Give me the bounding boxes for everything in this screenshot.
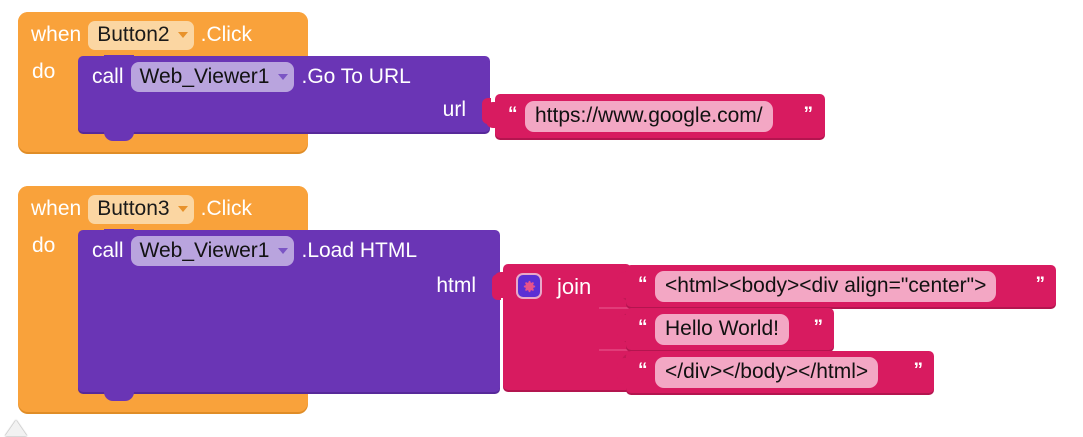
text-field-join-2[interactable]: </div></body></html>: [655, 357, 879, 388]
call-block-load-html[interactable]: call Web_Viewer1 .Load HTML html: [78, 229, 501, 401]
statement-notch-bottom: [104, 131, 134, 141]
chevron-down-icon: [278, 247, 289, 254]
open-quote-url: “: [508, 104, 518, 125]
event-header-button3: when Button3 .Click: [18, 186, 321, 232]
call-keyword: call: [92, 65, 124, 88]
component-dropdown-button3[interactable]: Button3: [88, 194, 194, 224]
method-suffix-go-to-url: .Go To URL: [301, 65, 411, 88]
chevron-down-icon: [278, 73, 289, 80]
when-keyword: when: [31, 197, 82, 220]
open-quote-join-1: “: [638, 317, 648, 338]
value-plug-left: [494, 272, 504, 298]
when-keyword: when: [31, 23, 82, 46]
text-field-join-0-value: <html><body><div align="center">: [665, 274, 987, 297]
call-row-load-html: call Web_Viewer1 .Load HTML: [92, 236, 417, 266]
value-plug-left: [617, 315, 627, 341]
component-dropdown-button2-label: Button2: [97, 22, 170, 46]
join-row-divider-2: [599, 349, 631, 351]
event-suffix-click: .Click: [200, 23, 252, 46]
component-dropdown-webviewer1-b-label: Web_Viewer1: [139, 239, 270, 262]
warning-triangle-icon[interactable]: [5, 420, 27, 436]
value-plug-left: [617, 358, 627, 384]
call-row-go-to-url: call Web_Viewer1 .Go To URL: [92, 62, 411, 92]
open-quote-join-0: “: [638, 274, 648, 295]
open-quote-join-2: “: [638, 360, 648, 381]
component-dropdown-button3-label: Button3: [97, 196, 170, 220]
component-dropdown-webviewer1-b[interactable]: Web_Viewer1: [130, 236, 295, 266]
close-quote-join-2: ”: [913, 360, 924, 381]
chevron-down-icon: [177, 205, 188, 212]
call-keyword: call: [92, 239, 124, 262]
close-quote-join-0: ”: [1035, 274, 1046, 295]
event-suffix-click: .Click: [200, 197, 252, 220]
text-field-join-0[interactable]: <html><body><div align="center">: [655, 271, 997, 302]
mutator-gear-button[interactable]: [516, 273, 542, 299]
text-field-url-value: https://www.google.com/: [535, 104, 763, 127]
text-block-join-0[interactable]: “ <html><body><div align="center"> ”: [617, 265, 1056, 307]
arg-label-url: url: [442, 98, 466, 121]
method-suffix-load-html: .Load HTML: [301, 239, 418, 262]
text-field-url[interactable]: https://www.google.com/: [525, 101, 773, 132]
call-block-go-to-url[interactable]: call Web_Viewer1 .Go To URL url: [78, 55, 491, 141]
chevron-down-icon: [177, 31, 188, 38]
arg-label-html: html: [436, 274, 476, 297]
join-row-divider-1: [599, 307, 631, 309]
statement-notch-bottom: [104, 391, 134, 401]
join-label: join: [557, 274, 592, 299]
text-field-join-1-value: Hello World!: [665, 317, 779, 340]
component-dropdown-button2[interactable]: Button2: [88, 20, 194, 50]
value-plug-left: [617, 272, 627, 298]
join-block-html[interactable]: join: [494, 264, 633, 390]
do-label-button3: do: [32, 234, 56, 257]
close-quote-join-1: ”: [813, 317, 824, 338]
component-dropdown-webviewer1-a[interactable]: Web_Viewer1: [130, 62, 295, 92]
text-block-join-2[interactable]: “ </div></body></html> ”: [617, 351, 934, 393]
event-header-button2: when Button2 .Click: [18, 12, 321, 58]
statement-notch-top: [104, 229, 134, 238]
statement-notch-top: [104, 55, 134, 64]
gear-icon: [523, 280, 535, 292]
text-field-join-2-value: </div></body></html>: [665, 360, 869, 383]
text-block-join-1[interactable]: “ Hello World! ”: [617, 308, 834, 350]
value-plug-left: [486, 102, 496, 128]
close-quote-url: ”: [803, 104, 814, 125]
component-dropdown-webviewer1-a-label: Web_Viewer1: [139, 65, 270, 88]
text-field-join-1[interactable]: Hello World!: [655, 314, 789, 345]
do-label-button2: do: [32, 60, 56, 83]
text-block-url[interactable]: “ https://www.google.com/ ”: [486, 94, 825, 138]
